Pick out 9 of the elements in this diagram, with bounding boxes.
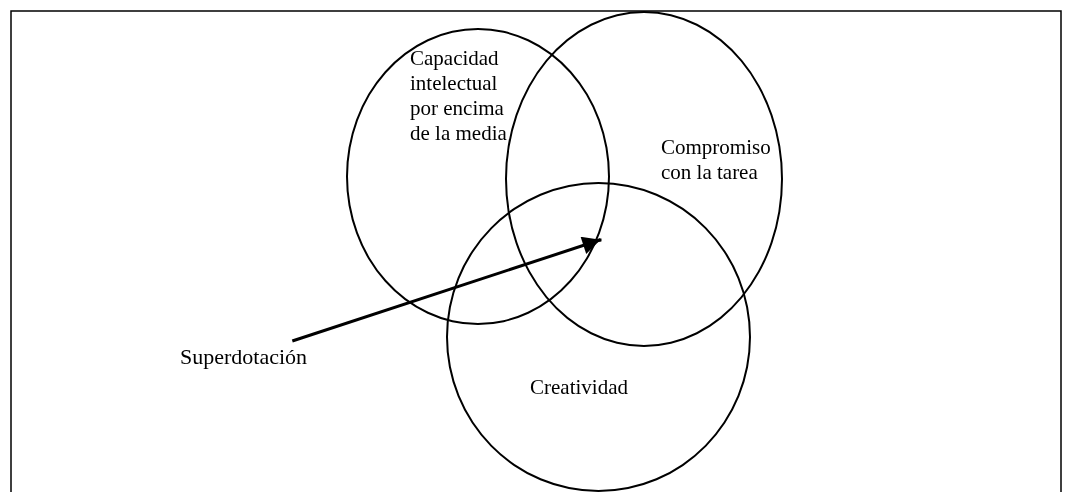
circle-label: Creatividad bbox=[530, 375, 629, 400]
venn-circle bbox=[505, 11, 783, 347]
circle-label: Capacidad intelectual por encima de la media bbox=[410, 46, 508, 146]
circle-label: Compromiso con la tarea bbox=[661, 135, 772, 185]
overlap-region bbox=[598, 238, 602, 242]
callout-label: Superdotación bbox=[180, 343, 308, 371]
venn-circle bbox=[346, 28, 610, 325]
venn-circle bbox=[446, 182, 751, 492]
leader-arrow bbox=[291, 236, 601, 343]
